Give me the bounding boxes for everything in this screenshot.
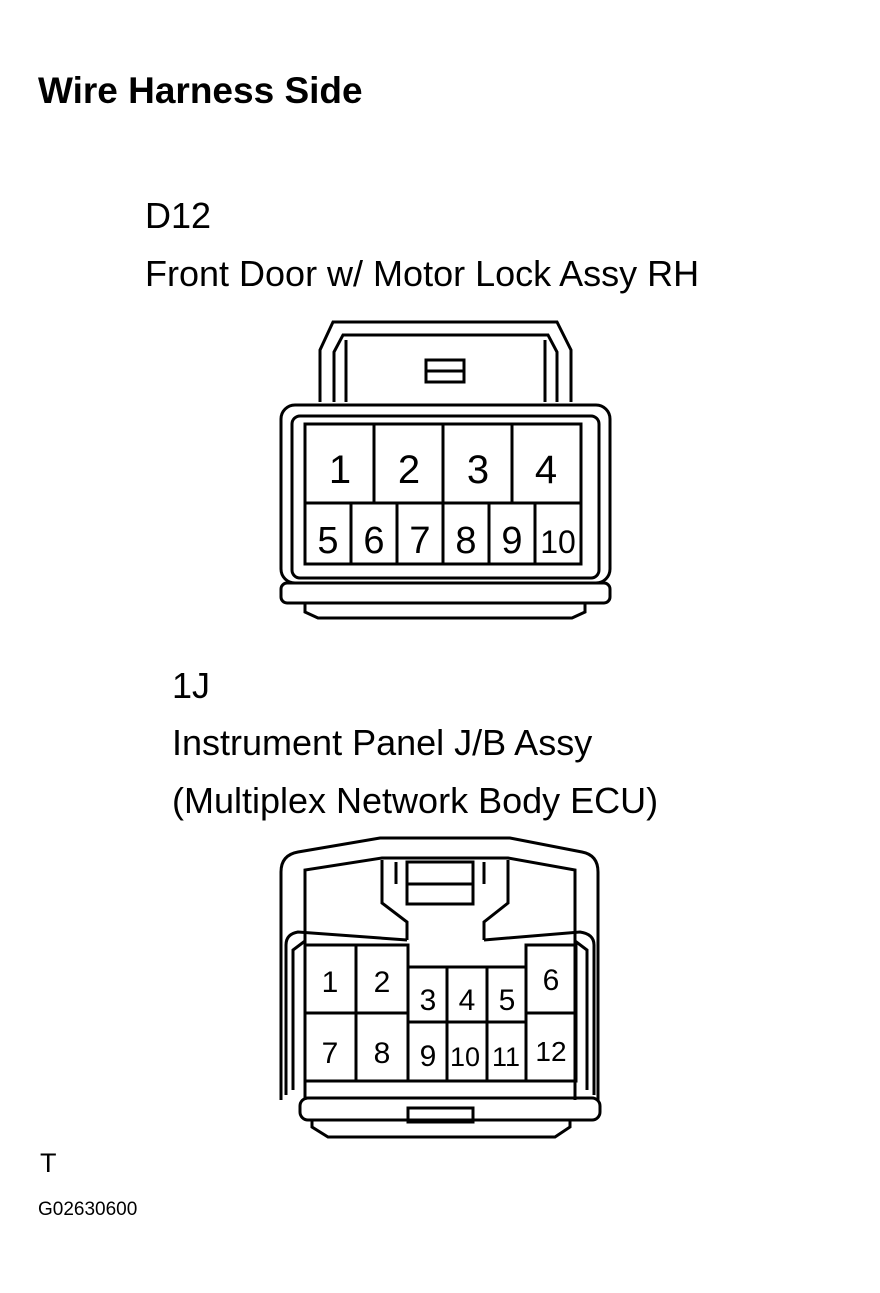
pin-label: 11: [492, 1042, 520, 1072]
pin-label: 7: [409, 520, 430, 562]
connector-d12-name: Front Door w/ Motor Lock Assy RH: [145, 253, 700, 294]
figure-id: G02630600: [38, 1199, 138, 1220]
pin-label: 10: [450, 1042, 480, 1072]
pin-label: 1: [329, 448, 351, 492]
pin-label: 5: [317, 520, 338, 562]
pin-label: 6: [543, 964, 560, 997]
pin-label: 8: [374, 1037, 391, 1070]
pin-label: 4: [459, 984, 476, 1017]
pin-label: 9: [420, 1040, 437, 1073]
pin-label: 2: [374, 966, 391, 999]
connector-1j-name-line2: (Multiplex Network Body ECU): [172, 780, 659, 821]
pin-label: 10: [540, 524, 576, 560]
pin-label: 5: [499, 984, 516, 1017]
connector-d12-code: D12: [145, 195, 212, 236]
pin-label: 6: [363, 520, 384, 562]
view-mark: T: [40, 1148, 57, 1178]
pin-label: 1: [322, 966, 339, 999]
connector-1j-code: 1J: [172, 665, 211, 706]
pin-label: 3: [420, 984, 437, 1017]
pin-label: 4: [535, 448, 557, 492]
pin-label: 2: [398, 448, 420, 492]
page-title: Wire Harness Side: [38, 70, 363, 111]
pin-label: 12: [535, 1036, 566, 1067]
pin-label: 9: [501, 520, 522, 562]
pin-label: 8: [455, 520, 476, 562]
pin-label: 7: [322, 1037, 339, 1070]
pin-label: 3: [467, 448, 489, 492]
connector-1j-name-line1: Instrument Panel J/B Assy: [172, 722, 593, 763]
